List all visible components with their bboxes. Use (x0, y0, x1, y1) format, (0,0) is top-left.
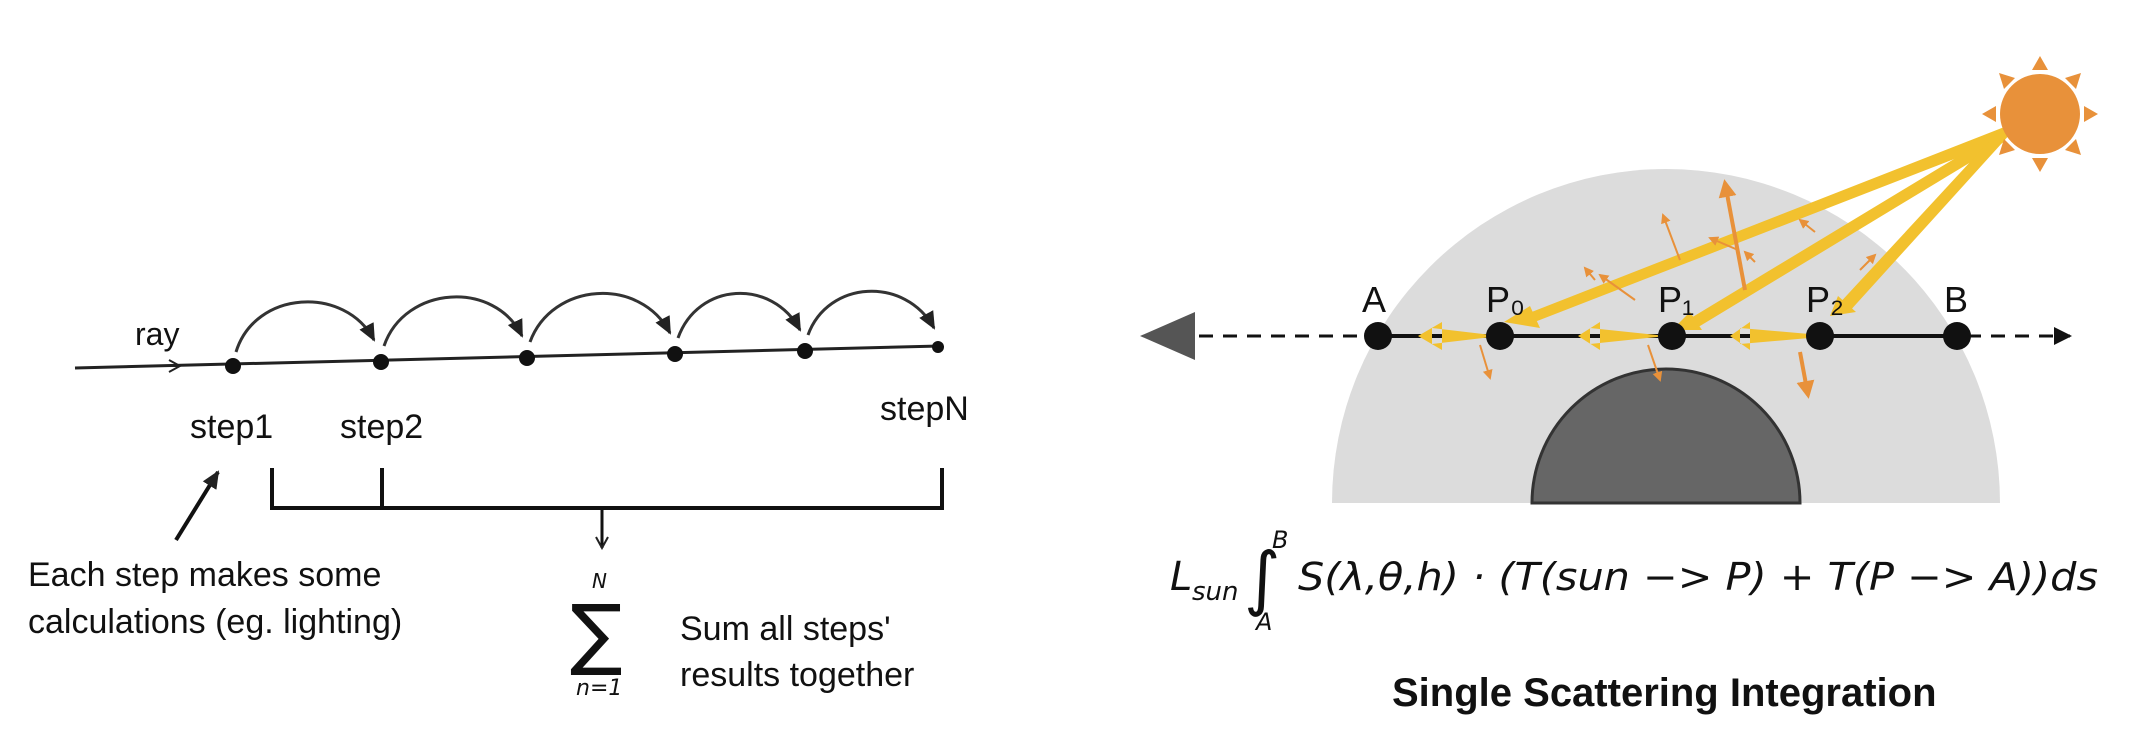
sum-lower-limit: n=1 (576, 676, 622, 701)
point-p1 (1658, 322, 1686, 350)
step-point-4 (667, 346, 683, 362)
hop-arc-4 (676, 292, 802, 339)
point-b (1943, 322, 1971, 350)
sun-ray-p2-head (1830, 296, 1856, 316)
sum-upper-limit: N (592, 569, 607, 593)
formula-lower-limit: A (1254, 608, 1272, 636)
scatter-arrow-3 (1661, 213, 1681, 261)
step-label-n: stepN (880, 390, 969, 428)
scatter-arrow-5 (1647, 344, 1663, 382)
hop-arc-2 (382, 295, 524, 347)
step-point-3 (519, 350, 535, 366)
transmit-arrow-p0-a (1418, 322, 1500, 350)
point-a (1364, 322, 1392, 350)
formula-l-subscript: sun (1192, 577, 1239, 607)
formula-body: S(λ,θ,h) · (T(sun −> P) + T(P −> A))ds (1298, 555, 2098, 599)
scatter-arrow-1 (1718, 179, 1747, 291)
hop-arc-5 (806, 289, 936, 336)
formula-l: L (1170, 554, 1192, 600)
step-pointer-arrow (174, 470, 220, 542)
point-label-p1: P₁ (1658, 279, 1694, 320)
ray-line (74, 344, 941, 370)
hop-arc-1 (234, 300, 376, 353)
sun-ray-p1 (1686, 124, 2012, 329)
sum-bracket (270, 468, 944, 510)
point-label-p0: P₀ (1486, 279, 1525, 320)
transmit-arrow-p1-p0 (1578, 322, 1666, 350)
scatter-arrow-10 (1798, 218, 1816, 233)
single-scattering-diagram: A P₀ P₁ P₂ B L sun ∫ B A S(λ,θ,h) · (T(s… (1140, 56, 2098, 715)
sum-note-line-1: Sum all steps' (680, 610, 891, 648)
sum-symbol: ∑ (570, 589, 623, 679)
scatter-arrow-4 (1598, 273, 1636, 301)
formula-integral: ∫ (1244, 537, 1280, 619)
step-point-n (932, 341, 944, 353)
scatter-arrow-6 (1479, 344, 1493, 380)
formula-upper-limit: B (1272, 526, 1288, 554)
figure-title: Single Scattering Integration (1392, 671, 1937, 715)
scatter-arrow-11 (1743, 250, 1756, 263)
step-point-5 (797, 343, 813, 359)
scatter-arrow-2 (1796, 351, 1815, 399)
scattering-formula: L sun ∫ B A S(λ,θ,h) · (T(sun −> P) + T(… (1170, 526, 2098, 636)
point-p0 (1486, 322, 1514, 350)
scatter-arrow-7 (1708, 236, 1739, 251)
ray-label: ray (135, 316, 179, 352)
point-label-a: A (1362, 279, 1386, 320)
sun-ray-p2 (1836, 132, 2012, 313)
sun-ray-p0 (1524, 124, 2012, 323)
scatter-arrow-8 (1859, 253, 1877, 271)
scatter-arrow-9 (1583, 266, 1596, 281)
step-label-2: step2 (340, 408, 423, 446)
step-point-1 (225, 358, 241, 374)
view-ray-right-head (2054, 327, 2072, 345)
step-point-2 (373, 354, 389, 370)
ray-march-diagram: ray step1 step2 stepN Each step makes so… (28, 289, 969, 701)
step-note-line-1: Each step makes some (28, 556, 381, 594)
sun-icon (1982, 56, 2098, 172)
sun-ray-p0-head (1504, 306, 1540, 328)
point-label-b: B (1944, 279, 1968, 320)
transmit-arrow-p2-p1 (1730, 322, 1832, 350)
point-label-p2: P₂ (1806, 279, 1844, 320)
point-p2 (1806, 322, 1834, 350)
step-label-1: step1 (190, 408, 273, 446)
view-ray-left-head (1140, 312, 1195, 360)
hop-arc-3 (528, 291, 672, 343)
step-note-line-2: calculations (eg. lighting) (28, 603, 402, 641)
planet-dome (1530, 367, 1802, 505)
sum-note-line-2: results together (680, 656, 914, 694)
